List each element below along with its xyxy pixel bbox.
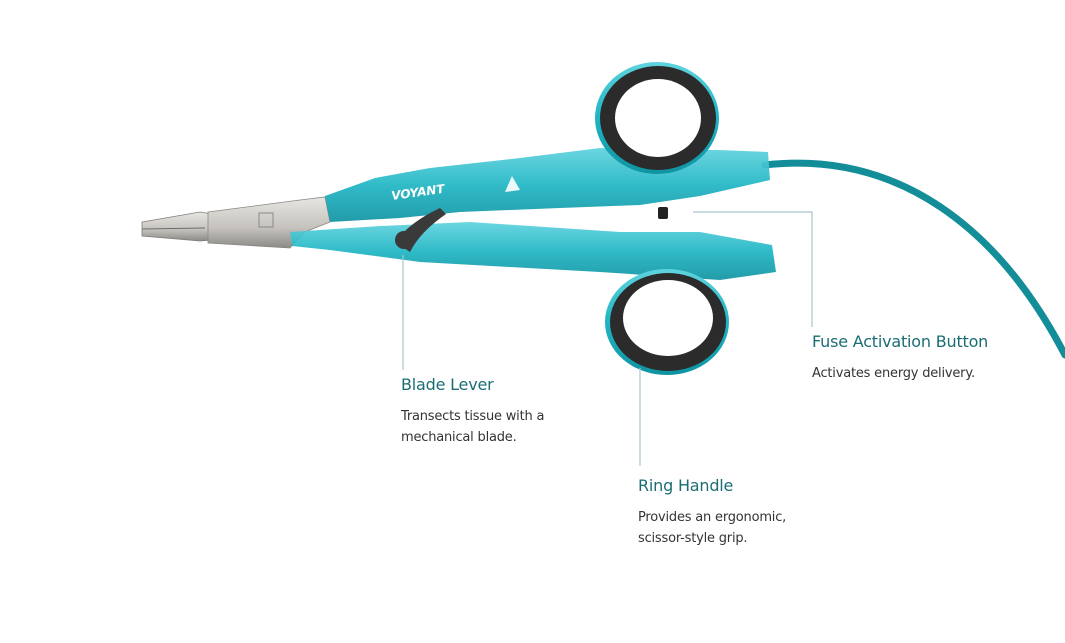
callout-desc: Activates energy delivery. <box>812 363 988 384</box>
desc-line: mechanical blade. <box>401 430 517 445</box>
callout-blade-lever: Blade Lever Transects tissue with a mech… <box>401 375 544 448</box>
callout-title: Ring Handle <box>638 476 734 495</box>
desc-line: Provides an ergonomic, <box>638 510 787 525</box>
callout-ring-handle: Ring Handle Provides an ergonomic, sciss… <box>638 476 786 549</box>
lower-arm <box>290 222 776 280</box>
desc-line: Transects tissue with a <box>401 409 545 424</box>
callout-title: Blade Lever <box>401 375 494 394</box>
callout-desc: Provides an ergonomic, scissor-style gri… <box>638 507 786 549</box>
callout-fuse-activation-button: Fuse Activation Button Activates energy … <box>812 332 988 384</box>
leader-fuse-button <box>693 211 813 327</box>
desc-line: Activates energy delivery. <box>812 366 975 381</box>
fuse-activation-button <box>658 207 668 219</box>
callout-title: Fuse Activation Button <box>812 332 989 351</box>
callout-desc: Transects tissue with a mechanical blade… <box>401 406 544 448</box>
shaft-window <box>258 212 274 228</box>
upper-arm <box>325 148 770 222</box>
desc-line: scissor-style grip. <box>638 531 748 546</box>
cable <box>761 159 1065 359</box>
jaw-tip <box>141 211 213 242</box>
